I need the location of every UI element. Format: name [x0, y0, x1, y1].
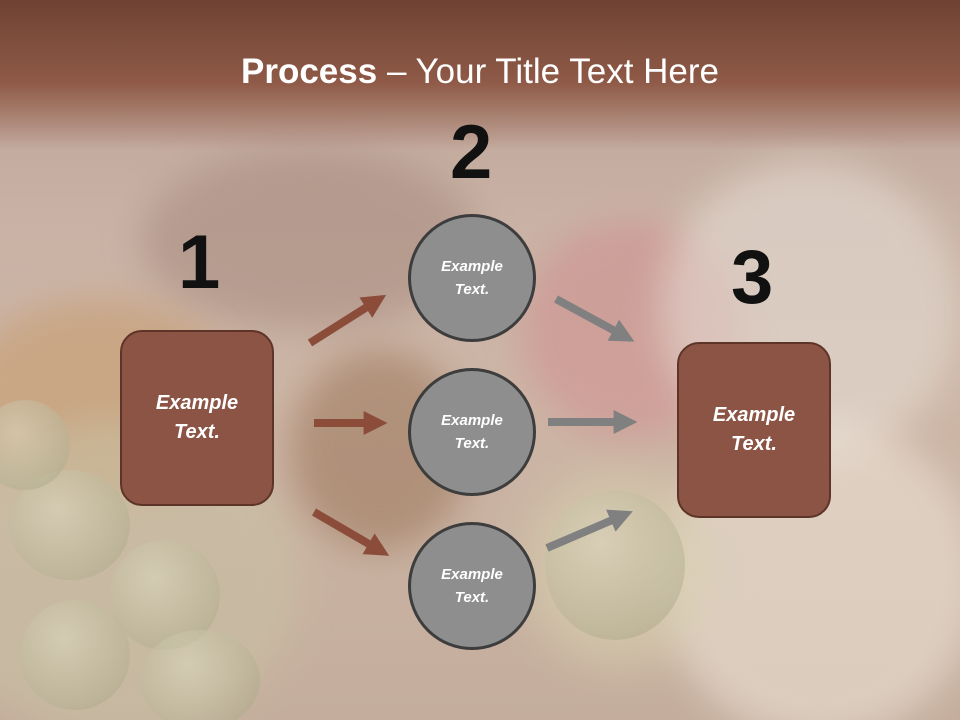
arrow-circle-1-to-right [554, 295, 635, 342]
circle-step-2: Example Text. [408, 368, 536, 496]
arrow-left-to-circle-1 [307, 294, 387, 347]
circle-step-3-label: Example Text. [441, 566, 503, 606]
slide-title: Process – Your Title Text Here [0, 52, 960, 92]
left-step-label: Example Text. [155, 392, 239, 443]
circle-step-1: Example Text. [408, 214, 536, 342]
circle-step-3: Example Text. [408, 522, 536, 650]
arrow-circle-3-to-right [545, 509, 633, 552]
background-melon [20, 600, 130, 710]
title-rest: – Your Title Text Here [377, 52, 719, 91]
circle-step-2-label: Example Text. [441, 412, 503, 452]
arrow-left-to-circle-3 [311, 508, 390, 556]
title-band [0, 0, 960, 150]
step-number-1: 1 [178, 220, 221, 305]
background-melon [0, 400, 70, 490]
title-strong: Process [241, 52, 378, 91]
right-step-box: Example Text. [677, 342, 831, 518]
left-step-box: Example Text. [120, 330, 274, 506]
circle-step-1-label: Example Text. [441, 258, 503, 298]
background-melon [140, 630, 260, 720]
step-number-2: 2 [450, 110, 493, 195]
right-step-label: Example Text. [712, 404, 796, 455]
step-number-3: 3 [731, 235, 774, 320]
